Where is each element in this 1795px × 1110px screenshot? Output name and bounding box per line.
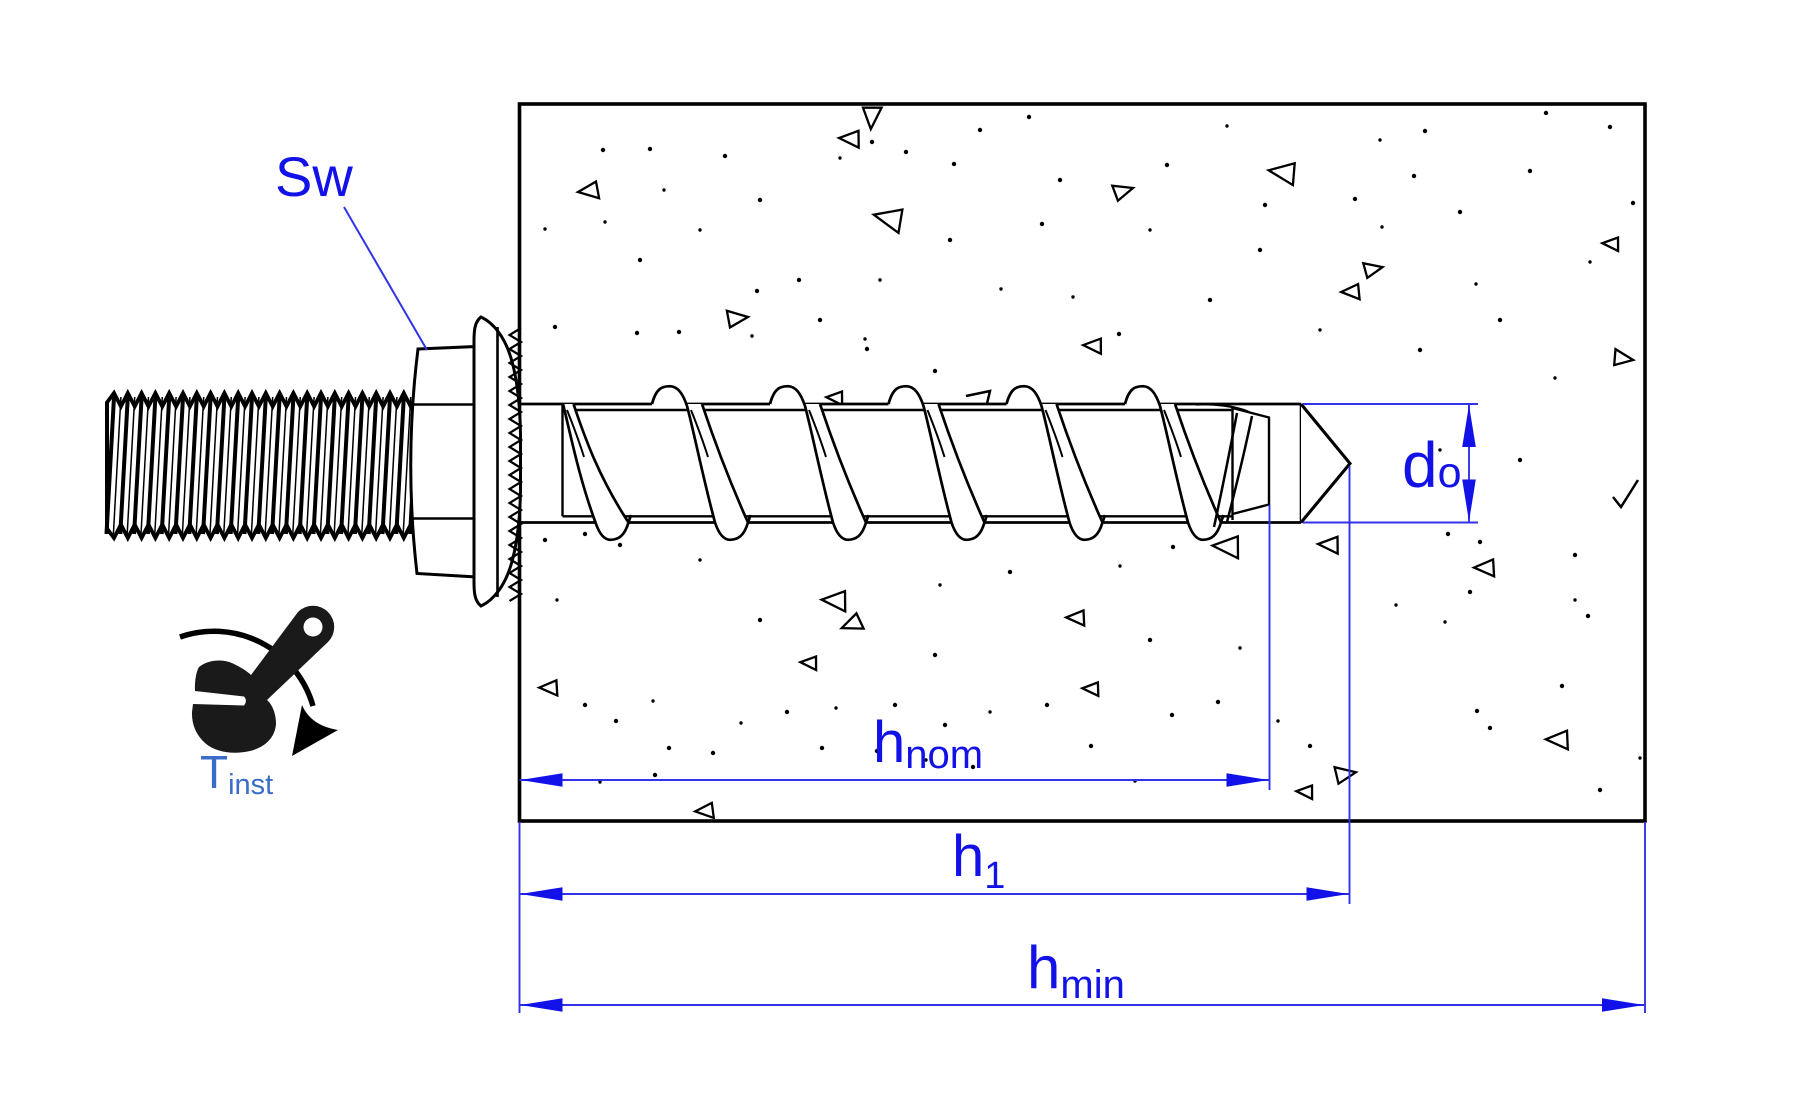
svg-text:hmin: hmin [1027,934,1125,1007]
svg-text:Sw: Sw [275,145,353,208]
